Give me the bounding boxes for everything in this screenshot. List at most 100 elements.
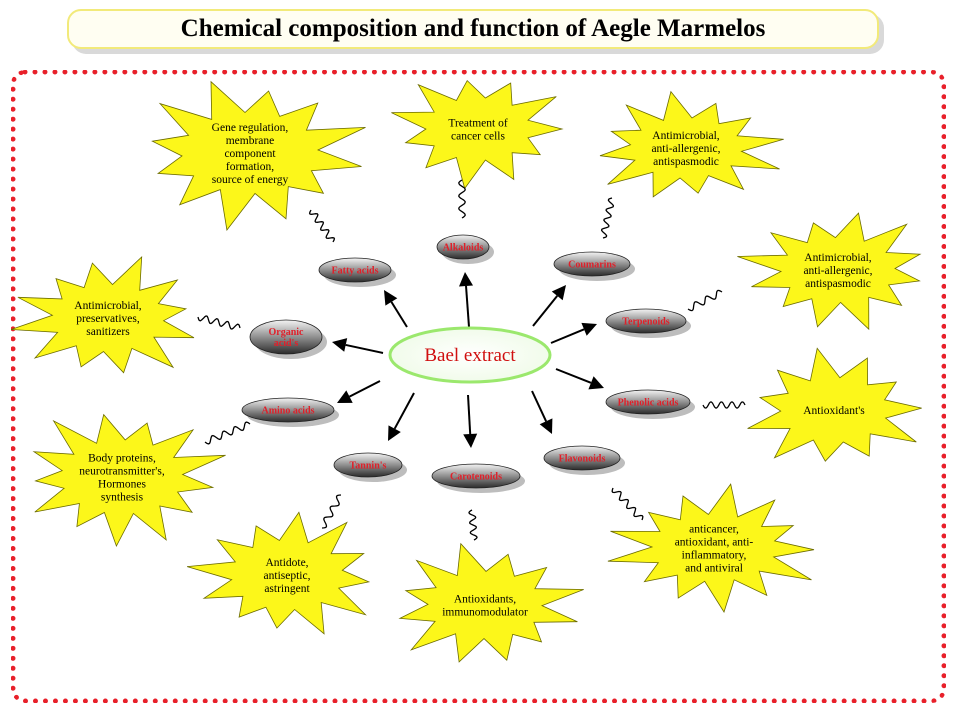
effect-text-organic-acids: preservatives, [76, 313, 140, 325]
effect-text-amino-acids: Hormones [98, 479, 146, 491]
effect-burst-organic-acids: Antimicrobial,preservatives,sanitizers [10, 256, 195, 374]
node-ellipse-terpenoids [605, 308, 687, 334]
effect-text-organic-acids: sanitizers [86, 326, 130, 338]
effect-text-flavonoids: anticancer, [689, 524, 739, 536]
compound-node-phenolic-acids: Phenolic acids [605, 389, 695, 419]
burst-shape-organic-acids [10, 256, 195, 374]
arrow-phenolic-acids [555, 368, 604, 390]
effect-burst-flavonoids: anticancer,antioxidant, anti-inflammator… [607, 483, 815, 613]
arrow-terpenoids [550, 322, 597, 344]
node-ellipse-phenolic-acids [605, 389, 691, 415]
node-ellipse-alkaloids [436, 234, 490, 260]
squiggle-carotenoids [468, 509, 478, 541]
node-label-fatty-acids: Fatty acids [332, 266, 379, 277]
compound-node-alkaloids: Alkaloids [436, 234, 494, 264]
node-label-phenolic-acids: Phenolic acids [618, 398, 679, 409]
burst-shape-alkaloids [391, 79, 564, 190]
node-label-amino-acids: Amino acids [261, 406, 314, 417]
effect-text-tannins: antiseptic, [264, 570, 311, 582]
dotted-frame [11, 70, 946, 703]
effect-burst-terpenoids: Antimicrobial,anti-allergenic,antispasmo… [737, 212, 922, 331]
squiggle-coumarins [600, 197, 615, 239]
node-label-tannins: Tannin's [350, 461, 387, 472]
squiggle-organic-acids [197, 315, 241, 330]
burst-shape-coumarins [599, 90, 784, 198]
arrow-layer [332, 272, 604, 448]
node-ellipse-fatty-acids [318, 257, 392, 283]
effect-burst-phenolic-acids: Antioxidant's [747, 347, 922, 462]
effect-text-fatty-acids: component [224, 148, 276, 160]
center-node: Bael extract [388, 326, 552, 384]
effect-text-amino-acids: synthesis [101, 492, 144, 504]
effect-text-fatty-acids: formation, [226, 161, 274, 173]
arrow-fatty-acids [384, 290, 408, 328]
arrow-tannins [388, 392, 415, 441]
node-ellipse-coumarins [553, 251, 631, 277]
effect-text-fatty-acids: membrane [226, 135, 275, 147]
effect-text-amino-acids: Body proteins, [88, 453, 156, 465]
node-ellipse-tannins [333, 452, 403, 478]
effect-text-fatty-acids: Gene regulation, [212, 122, 289, 134]
node-ellipse-amino-acids [241, 397, 335, 423]
burst-shape-tannins [186, 511, 371, 635]
squiggle-tannins [321, 494, 342, 529]
node-label-flavonoids: Flavonoids [559, 454, 606, 465]
burst-shape-fatty-acids [151, 80, 366, 231]
effect-text-phenolic-acids: Antioxidant's [803, 405, 865, 417]
effect-text-alkaloids: cancer cells [451, 131, 505, 143]
node-label-terpenoids: Terpenoids [622, 317, 670, 328]
compound-node-fatty-acids: Fatty acids [318, 257, 396, 287]
effect-burst-coumarins: Antimicrobial,anti-allergenic,antispasmo… [599, 90, 784, 198]
compound-node-flavonoids: Flavonoids [543, 445, 625, 475]
squiggle-amino-acids [204, 421, 251, 445]
effect-text-carotenoids: immunomodulator [442, 607, 528, 619]
compound-node-carotenoids: Carotenoids [431, 463, 525, 493]
compound-node-terpenoids: Terpenoids [605, 308, 691, 338]
effect-text-organic-acids: Antimicrobial, [74, 300, 142, 312]
node-label-organic-acids: Organic [269, 327, 305, 338]
effect-text-flavonoids: antioxidant, anti- [675, 537, 754, 549]
squiggle-flavonoids [611, 487, 644, 521]
squiggle-phenolic-acids [702, 401, 746, 409]
arrow-amino-acids [337, 380, 381, 403]
effect-text-fatty-acids: source of energy [212, 174, 289, 186]
effect-text-terpenoids: antispasmodic [805, 278, 871, 290]
effect-text-terpenoids: anti-allergenic, [803, 265, 872, 277]
compound-node-tannins: Tannin's [333, 452, 407, 482]
effect-text-flavonoids: and antiviral [685, 563, 743, 575]
center-label: Bael extract [424, 345, 516, 366]
burst-shape-carotenoids [398, 542, 584, 663]
page-title: Chemical composition and function of Aeg… [180, 15, 766, 42]
node-label-carotenoids: Carotenoids [450, 472, 502, 483]
node-label-alkaloids: Alkaloids [443, 243, 484, 254]
effect-burst-amino-acids: Body proteins,neurotransmitter's,Hormone… [32, 413, 226, 547]
squiggle-layer [197, 179, 746, 541]
node-ellipse-organic-acids [249, 319, 323, 355]
effect-text-carotenoids: Antioxidants, [454, 594, 516, 606]
burst-shape-flavonoids [607, 483, 815, 613]
compound-node-coumarins: Coumarins [553, 251, 635, 281]
effect-text-coumarins: Antimicrobial, [652, 130, 720, 142]
arrow-flavonoids [531, 390, 553, 434]
node-ellipse-carotenoids [431, 463, 521, 489]
effect-burst-fatty-acids: Gene regulation,membranecomponentformati… [151, 80, 366, 231]
burst-shape-amino-acids [32, 413, 226, 547]
squiggle-terpenoids [687, 289, 723, 312]
arrow-coumarins [532, 285, 566, 327]
effect-text-terpenoids: Antimicrobial, [804, 252, 872, 264]
effect-text-tannins: astringent [264, 583, 310, 595]
squiggle-alkaloids [458, 179, 466, 219]
effect-text-coumarins: anti-allergenic, [651, 143, 720, 155]
node-label-coumarins: Coumarins [568, 260, 616, 271]
effect-burst-carotenoids: Antioxidants,immunomodulator [398, 542, 584, 663]
arrow-alkaloids [459, 272, 473, 328]
compound-node-amino-acids: Amino acids [241, 397, 339, 427]
arrow-organic-acids [332, 338, 384, 354]
node-ellipse-flavonoids [543, 445, 621, 471]
burst-shape-terpenoids [737, 212, 922, 331]
burst-shape-phenolic-acids [747, 347, 922, 462]
